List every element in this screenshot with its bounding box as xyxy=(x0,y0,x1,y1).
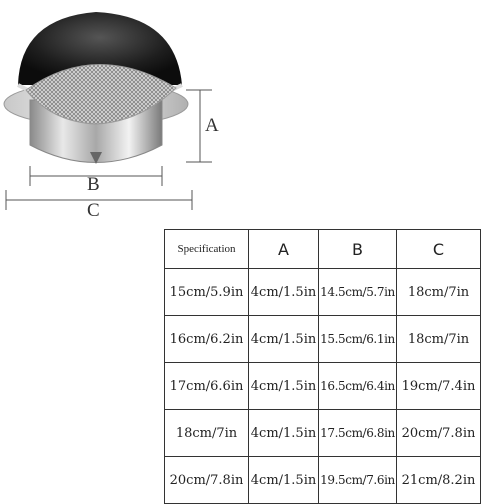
cell-c: 21cm/8.2in xyxy=(396,456,481,504)
cell-specification: 18cm/7in xyxy=(164,409,249,457)
cell-b: 14.5cm/5.7in xyxy=(318,268,397,316)
table-row: 20cm/7.8in 4cm/1.5in 19.5cm/7.6in 21cm/8… xyxy=(164,456,481,504)
cell-b: 16.5cm/6.4in xyxy=(318,362,397,410)
cell-specification: 15cm/5.9in xyxy=(164,268,249,316)
cell-specification: 17cm/6.6in xyxy=(164,362,249,410)
cell-c: 18cm/7in xyxy=(396,315,481,363)
product-diagram: A B C xyxy=(0,0,486,230)
cell-b: 17.5cm/6.8in xyxy=(318,409,397,457)
cell-a: 4cm/1.5in xyxy=(248,268,319,316)
cell-c: 18cm/7in xyxy=(396,268,481,316)
dimension-label-c: C xyxy=(87,200,100,221)
header-a: A xyxy=(248,229,319,269)
cell-specification: 20cm/7.8in xyxy=(164,456,249,504)
specification-table: Specification A B C 15cm/5.9in 4cm/1.5in… xyxy=(164,229,481,504)
table-row: 18cm/7in 4cm/1.5in 17.5cm/6.8in 20cm/7.8… xyxy=(164,409,481,457)
dimension-label-a: A xyxy=(205,115,219,136)
cell-a: 4cm/1.5in xyxy=(248,362,319,410)
cell-c: 20cm/7.8in xyxy=(396,409,481,457)
table-row: 15cm/5.9in 4cm/1.5in 14.5cm/5.7in 18cm/7… xyxy=(164,268,481,316)
table-row: 17cm/6.6in 4cm/1.5in 16.5cm/6.4in 19cm/7… xyxy=(164,362,481,410)
cell-specification: 16cm/6.2in xyxy=(164,315,249,363)
header-b: B xyxy=(318,229,397,269)
table-header-row: Specification A B C xyxy=(164,229,481,269)
vent-cover-illustration xyxy=(3,12,212,210)
cell-a: 4cm/1.5in xyxy=(248,315,319,363)
cell-b: 15.5cm/6.1in xyxy=(318,315,397,363)
cell-b: 19.5cm/7.6in xyxy=(318,456,397,504)
dimension-label-b: B xyxy=(87,174,100,195)
cell-a: 4cm/1.5in xyxy=(248,409,319,457)
cell-c: 19cm/7.4in xyxy=(396,362,481,410)
header-specification: Specification xyxy=(164,229,249,269)
header-c: C xyxy=(396,229,481,269)
table-row: 16cm/6.2in 4cm/1.5in 15.5cm/6.1in 18cm/7… xyxy=(164,315,481,363)
cell-a: 4cm/1.5in xyxy=(248,456,319,504)
